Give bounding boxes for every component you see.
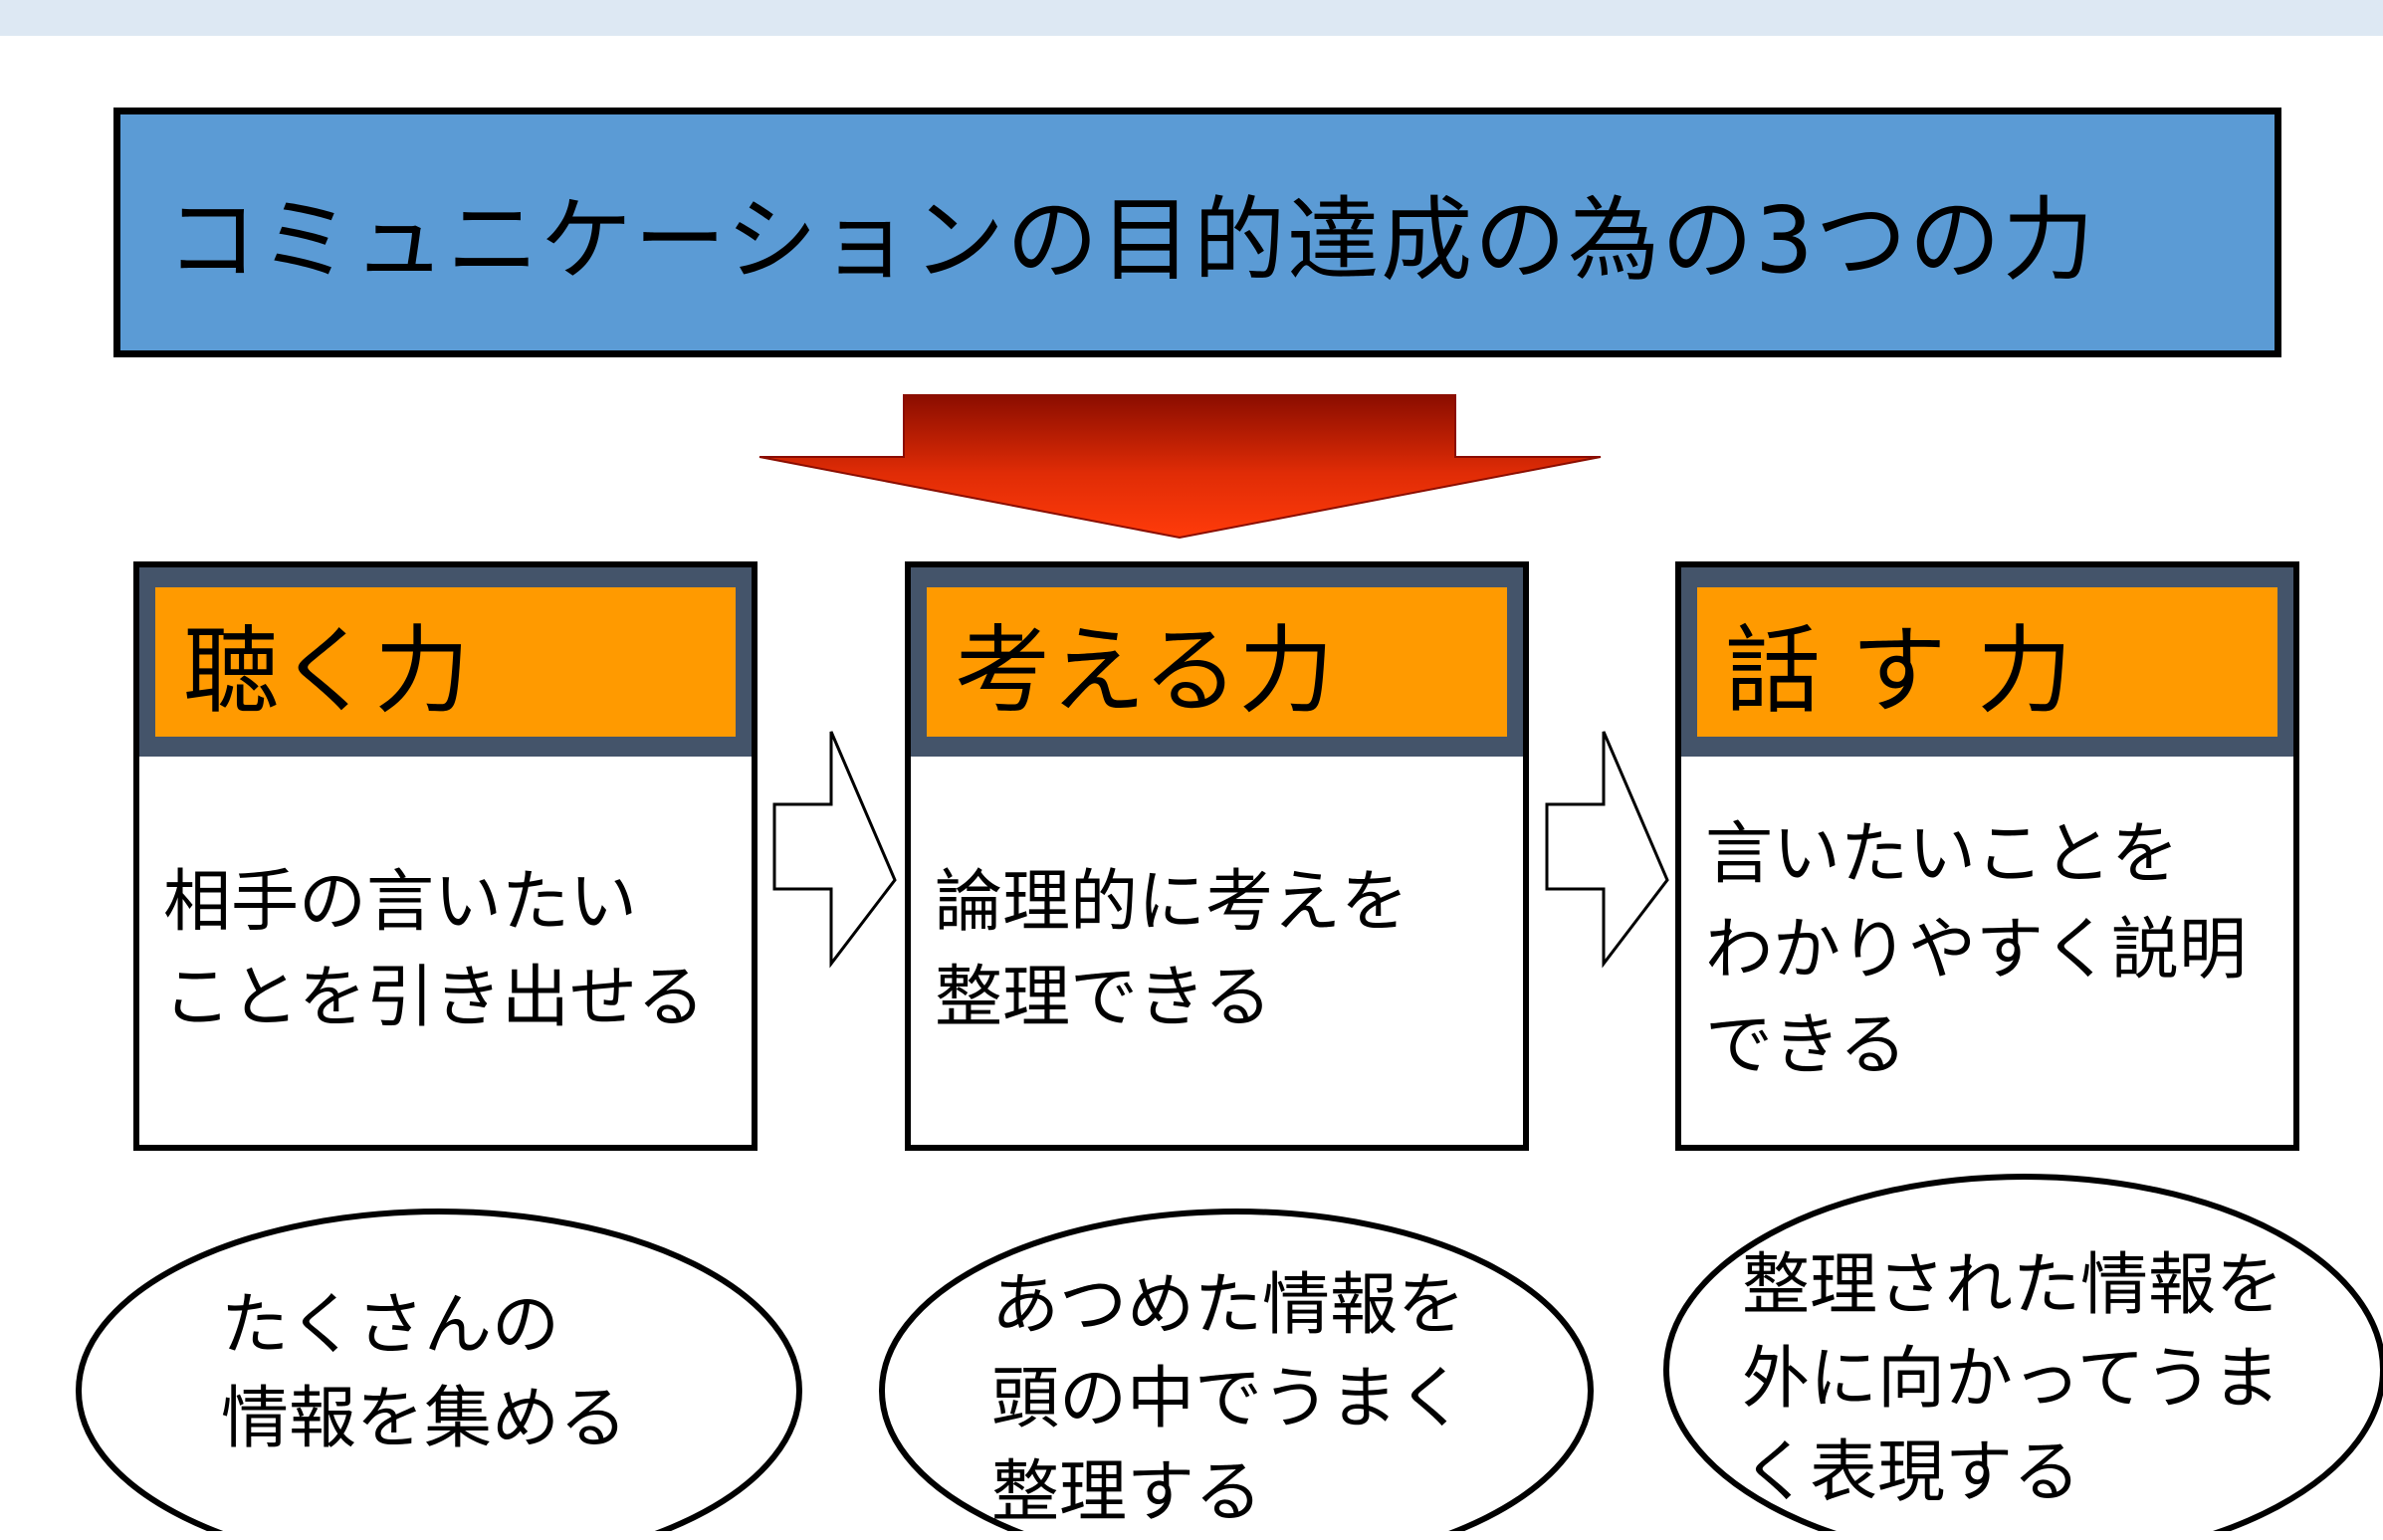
panel-speaking: 話 す 力 言いたいことを わかりやすく説明 できる xyxy=(1675,561,2299,1151)
panel-heading-frame: 考える力 xyxy=(911,567,1523,757)
panel-listening: 聴く力 相手の言いたい ことを引き出せる xyxy=(133,561,758,1151)
ellipse-text-3: 整理された情報を 外に向かってうま く表現する xyxy=(1742,1246,2284,1512)
ellipse-text-1: たくさんの 情報を集める xyxy=(221,1286,628,1458)
panel-body-text: 言いたいことを わかりやすく説明 できる xyxy=(1705,815,2248,1085)
ellipse-shape-3 xyxy=(1663,1174,2383,1531)
right-arrow-icon-2 xyxy=(1545,731,1669,969)
right-arrow-icon-1 xyxy=(772,731,897,969)
panel-heading-frame: 聴く力 xyxy=(139,567,752,757)
down-arrow-icon xyxy=(758,394,1602,540)
ellipse-shape-2 xyxy=(879,1209,1594,1531)
panel-thinking: 考える力 論理的に考えを 整理できる xyxy=(905,561,1529,1151)
title-text: コミュニケーションの目的達成の為の3つの力 xyxy=(166,187,2096,294)
panel-heading: 話 す 力 xyxy=(1697,587,2277,737)
panel-body-text: 相手の言いたい ことを引き出せる xyxy=(163,863,706,1037)
panel-heading: 聴く力 xyxy=(155,587,736,737)
panel-body-text: 論理的に考えを 整理できる xyxy=(935,863,1409,1037)
panel-heading-frame: 話 す 力 xyxy=(1681,567,2293,757)
title-box: コミュニケーションの目的達成の為の3つの力 xyxy=(113,108,2281,357)
ellipse-text-2: あつめた情報を 頭の中でうまく 整理する xyxy=(991,1266,1466,1532)
top-band xyxy=(0,0,2383,36)
ellipse-shape-1 xyxy=(76,1209,802,1531)
panel-heading: 考える力 xyxy=(927,587,1507,737)
